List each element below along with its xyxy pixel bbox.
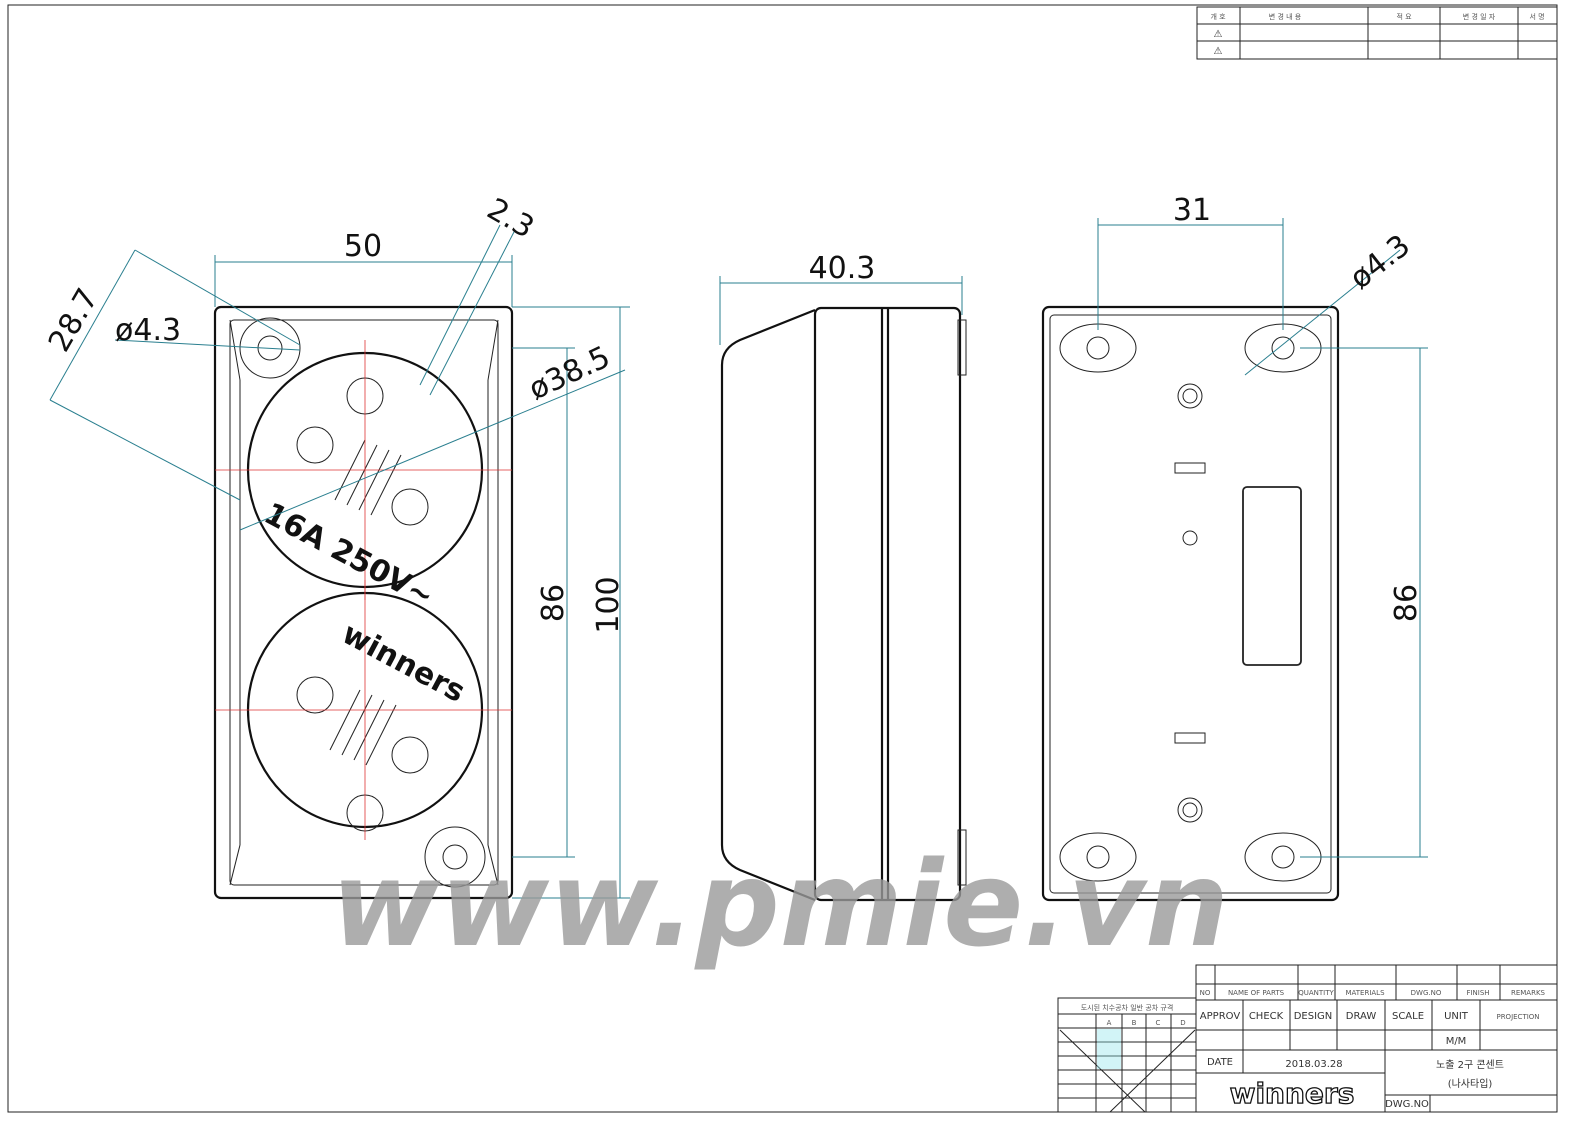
unit-value: M/M — [1446, 1036, 1467, 1047]
drawing-subtitle: (나사타입) — [1448, 1077, 1493, 1090]
drawing-title: 노출 2구 콘센트 — [1436, 1059, 1504, 1071]
sign-design: DESIGN — [1294, 1011, 1333, 1022]
parts-header-finish: FINISH — [1466, 989, 1489, 997]
dim-width: 50 — [344, 229, 382, 264]
parts-header-name: NAME OF PARTS — [1228, 989, 1285, 997]
dim-height: 100 — [591, 576, 626, 633]
rev-header-no: 개 호 — [1210, 12, 1226, 21]
rear-view: 31 ø4.3 86 — [1041, 193, 1428, 902]
dwg-no-label: DWG.NO — [1385, 1099, 1429, 1110]
winners-logo: winners — [1230, 1077, 1355, 1110]
sign-draw: DRAW — [1346, 1011, 1377, 1022]
title-block: NO NAME OF PARTS QUANTITY MATERIALS DWG.… — [1195, 964, 1558, 1113]
sign-check: CHECK — [1249, 1011, 1284, 1022]
dim-hole-spacing: 31 — [1173, 193, 1211, 228]
dim-hole-diameter: ø4.3 — [115, 313, 181, 348]
dim-hole-pitch: 86 — [536, 584, 571, 622]
sign-scale: SCALE — [1392, 1011, 1424, 1022]
dim-rear-pitch: 86 — [1389, 584, 1424, 622]
tolerance-title: 도시된 치수공차 일반 공차 규격 — [1081, 1003, 1174, 1012]
rev-header-date: 변 경 일 자 — [1463, 12, 1496, 21]
rev-mark-icon: ⚠ — [1214, 46, 1223, 57]
date-label: DATE — [1207, 1057, 1233, 1068]
side-view: 40.3 — [719, 251, 967, 902]
dim-diagonal: 28.7 — [42, 283, 106, 358]
dim-rear-hole: ø4.3 — [1343, 228, 1417, 296]
drawing-border — [7, 4, 1558, 1113]
parts-header-dwgno: DWG.NO — [1411, 989, 1442, 997]
parts-header-remarks: REMARKS — [1511, 989, 1546, 997]
sign-projection: PROJECTION — [1496, 1013, 1539, 1021]
tol-col-d: D — [1180, 1019, 1185, 1027]
dim-socket-diameter: ø38.5 — [524, 340, 616, 408]
dim-depth: 40.3 — [809, 251, 876, 286]
sign-unit: UNIT — [1444, 1011, 1469, 1022]
parts-header-no: NO — [1200, 989, 1211, 997]
dim-rib: 2.3 — [481, 192, 540, 246]
tol-col-b: B — [1132, 1019, 1137, 1027]
front-view: 16A 250V~ winners 50 100 86 28.7 ø4.3 ø3… — [42, 192, 630, 900]
date-value: 2018.03.28 — [1285, 1059, 1342, 1070]
tol-col-a: A — [1107, 1019, 1112, 1027]
rev-header-remark: 적 요 — [1396, 12, 1412, 21]
revision-table: 개 호 변 경 내 용 적 요 변 경 일 자 서 명 ⚠ ⚠ — [1196, 6, 1558, 60]
sign-approv: APPROV — [1200, 1011, 1241, 1022]
parts-header-qty: QUANTITY — [1298, 989, 1334, 997]
rev-mark-icon: ⚠ — [1214, 29, 1223, 40]
rev-header-content: 변 경 내 용 — [1269, 12, 1302, 21]
parts-header-materials: MATERIALS — [1345, 989, 1385, 997]
rev-header-sign: 서 명 — [1529, 12, 1544, 21]
watermark: www.pmie.vn — [331, 835, 1229, 973]
tolerance-table: 도시된 치수공차 일반 공차 규격 A B C D — [1057, 997, 1197, 1113]
tol-col-c: C — [1156, 1019, 1161, 1027]
